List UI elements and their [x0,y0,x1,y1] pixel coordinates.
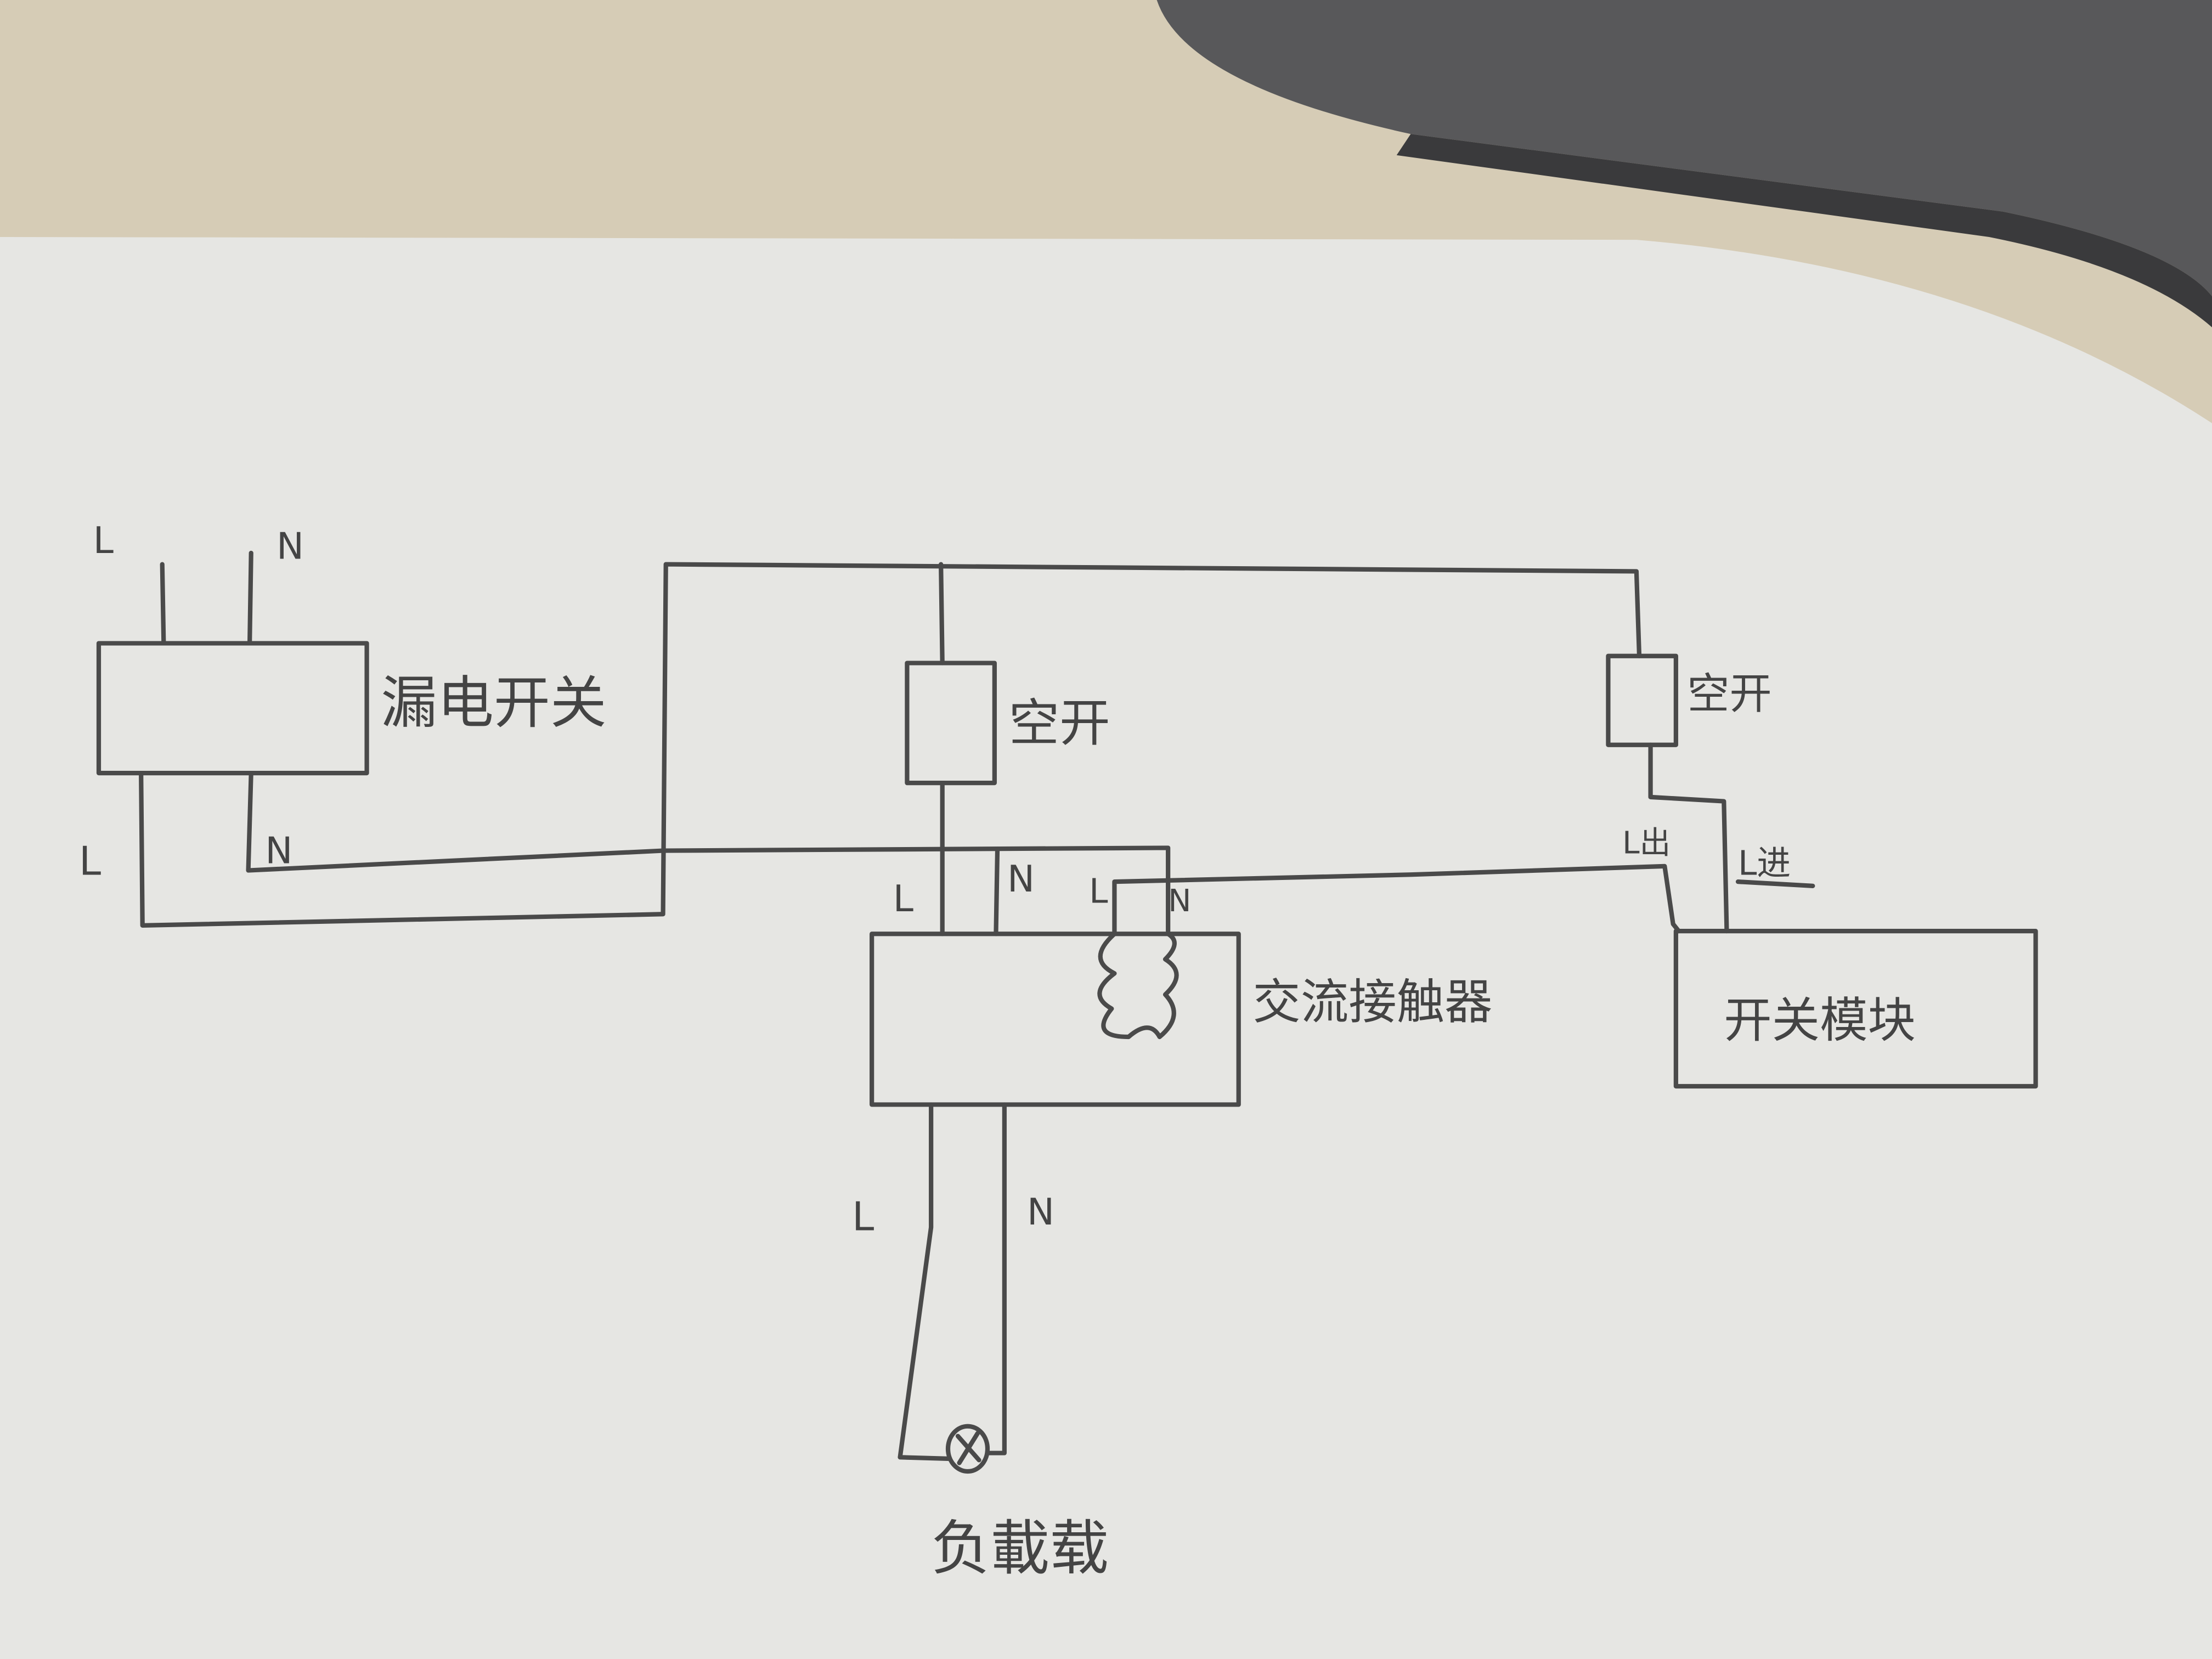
input-l-label: L [93,519,114,562]
coil-n-label: N [1168,883,1191,919]
contactor-box [870,932,1241,1107]
coil-l-label: L [1089,872,1108,911]
rcd-out-n-label: N [265,830,292,872]
contactor-l-label: L [893,877,913,920]
coil-icon [1097,932,1179,1040]
switch-module-label: 开关模块 [1724,992,1916,1048]
input-n-label: N [276,524,304,567]
load-n-label: N [1027,1190,1054,1233]
breaker1-feed-wire [939,562,945,665]
breaker-2-label: 空开 [1687,669,1771,719]
rcd-box [96,641,369,776]
contactor-input-wires [940,781,1000,936]
l-in-label: L进 [1738,843,1791,883]
load-label: 负載载 [931,1514,1109,1583]
l-out-label: L出 [1622,825,1671,861]
breaker2-to-lin-wire [1648,742,1729,934]
breaker-1-box [905,661,997,786]
breaker-2-box [1606,653,1678,747]
load-wires [898,1102,1007,1461]
contactor-label: 交流接触器 [1252,974,1492,1030]
neutral-bus-wire [246,771,1171,934]
input-wires [160,550,253,645]
contactor-n-label: N [1007,857,1035,900]
breaker-1-label: 空开 [1009,693,1110,753]
laptop-corner [1156,0,2212,296]
rcd-out-l-label: L [79,838,101,884]
lamp-icon [945,1424,990,1474]
live-bus-wire [139,562,1642,928]
load-l-label: L [852,1193,874,1239]
switch-module-box [1673,929,2038,1089]
lin-underline [1735,879,1815,888]
rcd-group: L N 漏电开关 L N [79,519,607,884]
rcd-label: 漏电开关 [381,671,606,736]
paper-sheet [0,237,2212,1659]
coil-to-lout-wire [1112,864,1681,936]
laptop-edge [1396,134,2212,328]
